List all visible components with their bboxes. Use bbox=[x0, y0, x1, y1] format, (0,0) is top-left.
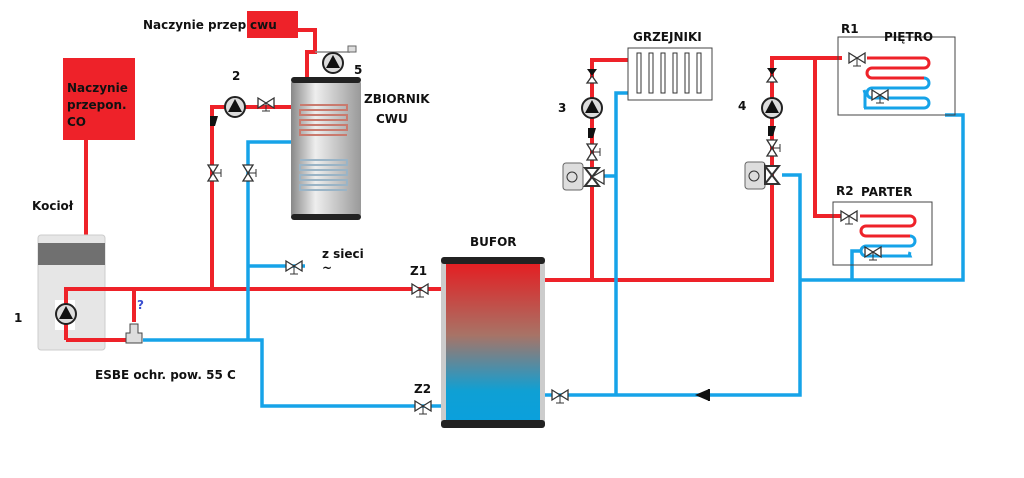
mixing-valve-3[interactable] bbox=[562, 162, 605, 191]
valve-icon[interactable] bbox=[207, 164, 222, 182]
valve-icon[interactable] bbox=[864, 246, 882, 261]
check-valve-icon bbox=[586, 68, 598, 84]
valve-icon[interactable] bbox=[257, 97, 275, 112]
label-boiler: Kocioł bbox=[32, 199, 74, 213]
label-expansion-cwu-box: cwu bbox=[250, 18, 277, 32]
valve-icon[interactable] bbox=[586, 143, 601, 161]
label-r1: R1 bbox=[841, 22, 859, 36]
expansion-vessel-co: Naczynie przepon. CO bbox=[63, 58, 135, 140]
label-floor-upper: PIĘTRO bbox=[884, 30, 933, 44]
check-valve-icon bbox=[695, 389, 709, 401]
check-valve-icon bbox=[588, 128, 596, 138]
valve-mains-icon[interactable] bbox=[285, 260, 303, 275]
label-r2: R2 bbox=[836, 184, 854, 198]
check-valve-icon bbox=[768, 126, 776, 136]
tap-icon bbox=[347, 45, 357, 53]
expansion-vessel-cwu: cwu bbox=[247, 11, 298, 38]
valve-icon[interactable] bbox=[766, 139, 781, 157]
pump-1-icon bbox=[55, 303, 77, 325]
label-expansion-co-line2: przepon. bbox=[67, 98, 127, 112]
check-valve-icon bbox=[766, 67, 778, 83]
floor-upper-zone bbox=[837, 36, 956, 116]
valve-icon[interactable] bbox=[242, 164, 257, 182]
valve-icon[interactable] bbox=[871, 89, 889, 104]
boiler bbox=[37, 234, 106, 351]
label-z1: Z1 bbox=[410, 264, 427, 278]
label-pump-4: 4 bbox=[738, 99, 746, 113]
label-pump-3: 3 bbox=[558, 101, 566, 115]
pump-5-icon bbox=[322, 52, 344, 74]
label-tank-cwu-2: CWU bbox=[376, 112, 408, 126]
label-expansion-co-line1: Naczynie bbox=[67, 81, 128, 95]
label-esbe: ESBE ochr. pow. 55 C bbox=[95, 368, 236, 382]
valve-z2-icon[interactable] bbox=[414, 400, 432, 415]
label-radiators: GRZEJNIKI bbox=[633, 30, 702, 44]
pump-2-icon bbox=[224, 96, 246, 118]
valve-r1-icon[interactable] bbox=[848, 52, 866, 67]
esbe-valve bbox=[125, 323, 143, 344]
label-floor-ground: PARTER bbox=[861, 185, 912, 199]
label-mains-symbol: ~ bbox=[322, 261, 332, 275]
label-tank-cwu-1: ZBIORNIK bbox=[364, 92, 430, 106]
label-question: ? bbox=[137, 298, 144, 312]
label-mains: z sieci bbox=[322, 247, 364, 261]
label-expansion-cwu: Naczynie przep. bbox=[143, 18, 251, 32]
label-pump-2: 2 bbox=[232, 69, 240, 83]
valve-z1-icon[interactable] bbox=[411, 283, 429, 298]
check-valve-icon bbox=[210, 116, 218, 126]
pump-4-icon bbox=[761, 97, 783, 119]
valve-r2-icon[interactable] bbox=[840, 210, 858, 225]
label-z2: Z2 bbox=[414, 382, 431, 396]
radiator bbox=[627, 47, 713, 101]
label-buffer: BUFOR bbox=[470, 235, 517, 249]
label-pump-1: 1 bbox=[14, 311, 22, 325]
label-pump-5: 5 bbox=[354, 63, 362, 77]
pump-3-icon bbox=[581, 97, 603, 119]
mixing-valve-4[interactable] bbox=[744, 161, 782, 190]
valve-icon[interactable] bbox=[551, 389, 569, 404]
buffer-tank bbox=[441, 257, 545, 428]
floor-ground-zone bbox=[832, 201, 933, 266]
label-expansion-co-line3: CO bbox=[67, 115, 86, 129]
cwu-tank bbox=[291, 77, 361, 220]
